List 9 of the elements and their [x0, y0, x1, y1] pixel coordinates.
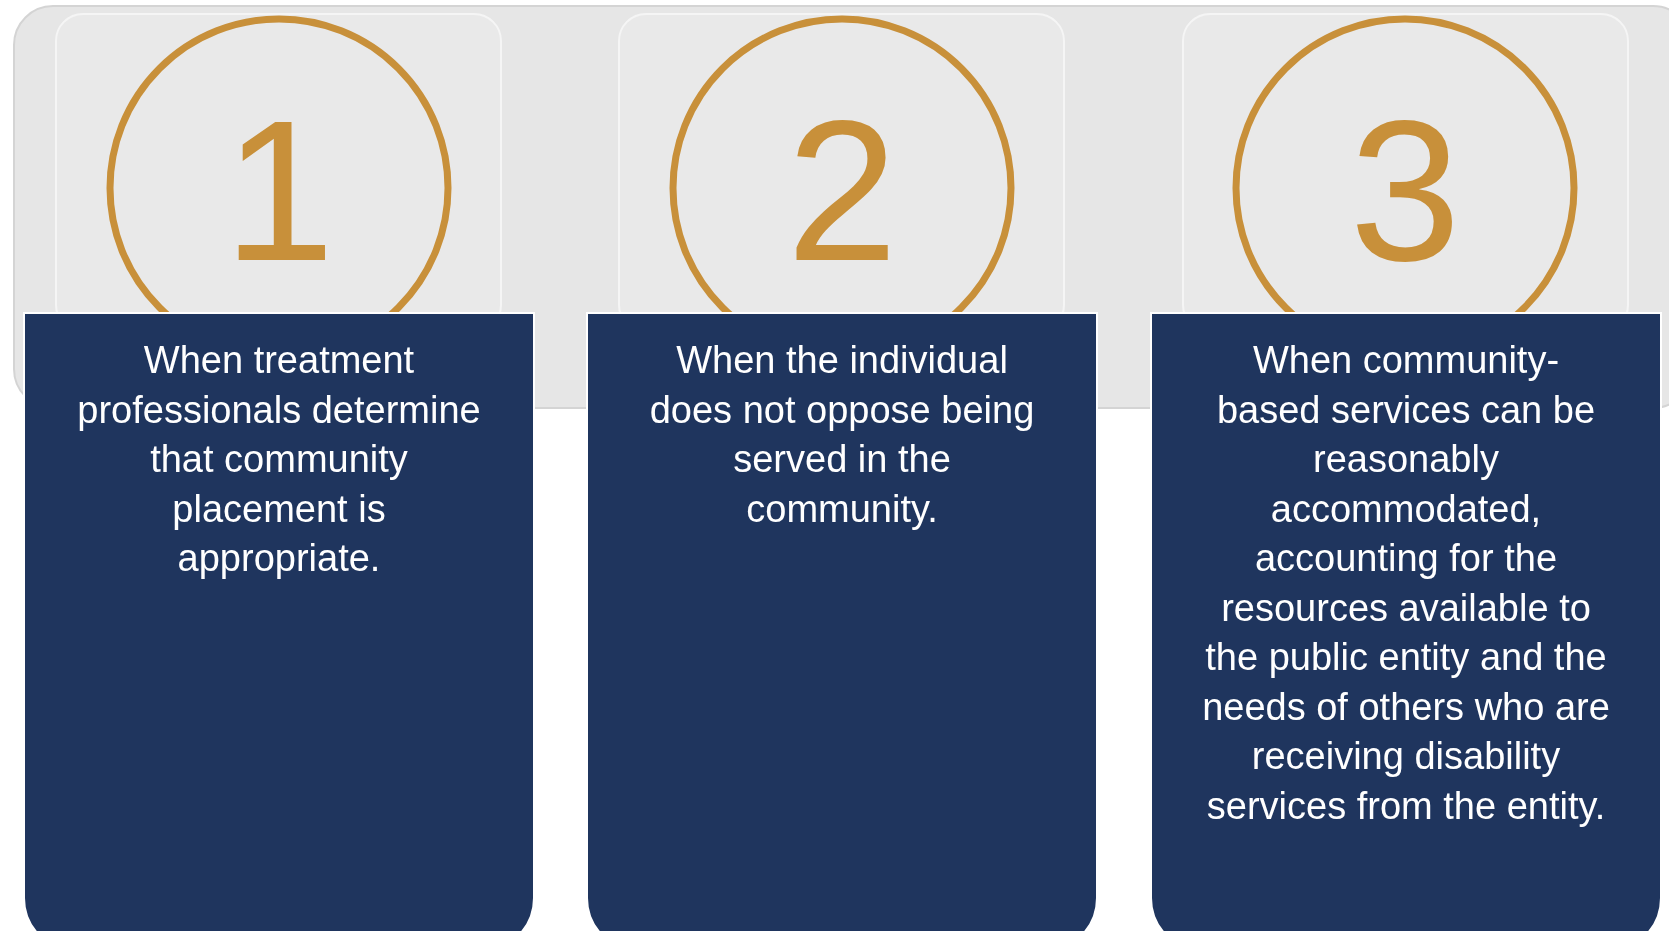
condition-text: When the individual does not oppose being served in the community. — [648, 338, 1036, 532]
condition-text: When community-based services can be reasonably accommodated, accounting for the resources available to the public entity and the needs of others who are receiving disability services from the entity. — [1202, 338, 1610, 829]
condition-text: When treatment professionals determine that community placement is appropriate. — [76, 338, 482, 581]
condition-card — [1150, 312, 1662, 931]
step-number: 3 — [1349, 91, 1461, 291]
condition-card — [586, 312, 1098, 931]
step-number: 1 — [223, 91, 335, 291]
step-number: 2 — [786, 91, 898, 291]
condition-card — [23, 312, 535, 931]
